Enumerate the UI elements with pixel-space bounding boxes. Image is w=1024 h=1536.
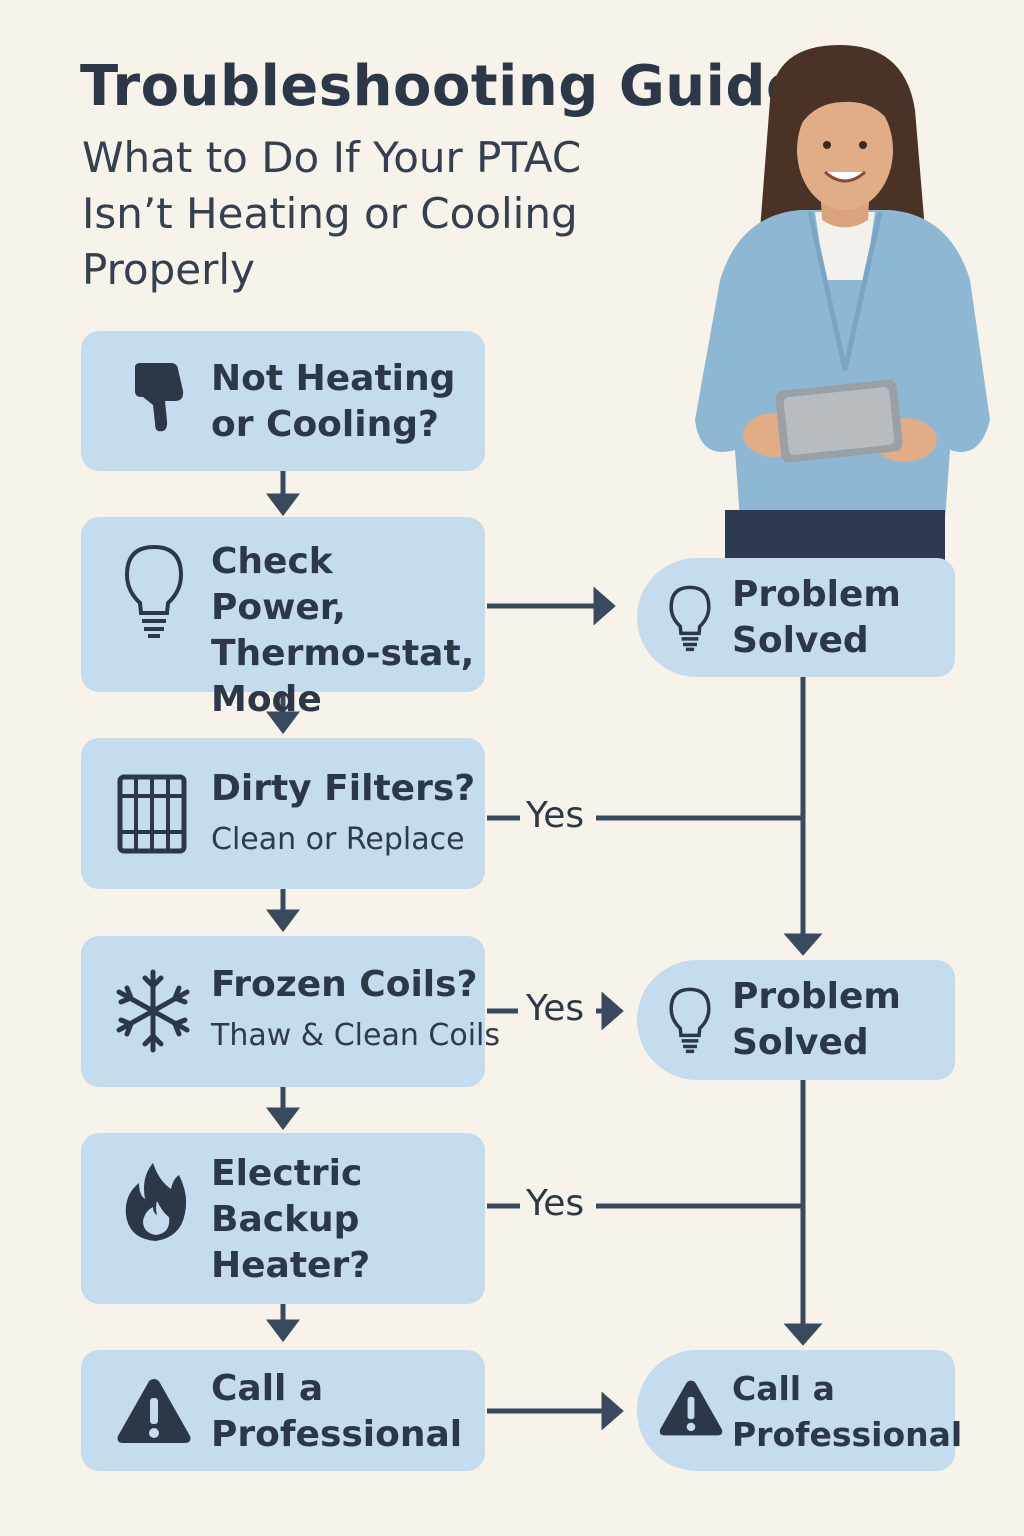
step-label: Dirty Filters?	[211, 768, 476, 809]
arrow-head	[593, 586, 616, 626]
arrow-head	[266, 1107, 300, 1131]
arrow-head	[266, 1319, 300, 1343]
step-frozen-coils: Frozen Coils? Thaw & Clean Coils	[81, 936, 500, 1087]
outcome-label: Call a Professional	[732, 1369, 963, 1454]
arrow-head	[266, 493, 300, 517]
step-label: Not Heating or Cooling?	[211, 358, 456, 445]
page-title: Troubleshooting Guide	[80, 54, 805, 119]
step-dirty-filters: Dirty Filters? Clean or Replace	[81, 738, 485, 889]
step-label: Frozen Coils?	[211, 964, 478, 1005]
step-label: Call a Professional	[211, 1368, 463, 1455]
arrow-head	[601, 1391, 624, 1431]
filter-grid-icon	[117, 774, 187, 854]
technician-illustration	[695, 45, 990, 560]
step-check-power: Check Power, Thermo-stat, Mode	[81, 517, 485, 720]
outcome-problem-solved: Problem Solved	[637, 558, 955, 677]
step-not-heating-cooling: Not Heating or Cooling?	[81, 331, 485, 471]
arrow-head	[783, 1323, 823, 1346]
thumbs-down-icon	[135, 363, 184, 432]
step-label: Electric Backup Heater?	[211, 1153, 371, 1286]
arrow-head	[601, 991, 624, 1031]
lightbulb-icon	[124, 544, 184, 638]
step-electric-heater: Electric Backup Heater?	[81, 1133, 485, 1304]
arrow-head	[266, 711, 300, 735]
step-label: Check Power, Thermo-stat, Mode	[211, 541, 475, 720]
warning-icon	[659, 1380, 723, 1436]
lightbulb-icon	[669, 987, 711, 1054]
snowflake-icon	[116, 969, 190, 1053]
step-call-professional: Call a Professional	[81, 1350, 485, 1471]
outcome-label: Problem Solved	[732, 976, 901, 1063]
outcome-problem-solved: Problem Solved	[637, 960, 955, 1080]
yes-label: Yes	[522, 796, 589, 836]
warning-icon	[117, 1379, 191, 1443]
arrow-head	[266, 909, 300, 933]
lightbulb-icon	[669, 585, 711, 652]
yes-label: Yes	[522, 1184, 589, 1224]
step-action: Thaw & Clean Coils	[211, 1018, 500, 1053]
step-action: Clean or Replace	[211, 822, 465, 857]
flame-icon	[125, 1163, 187, 1241]
arrow-head	[783, 933, 823, 956]
outcome-call-professional: Call a Professional	[637, 1350, 963, 1471]
page-subtitle: What to Do If Your PTAC Isn’t Heating or…	[82, 133, 582, 294]
outcome-label: Problem Solved	[732, 574, 901, 661]
yes-label: Yes	[522, 989, 589, 1029]
